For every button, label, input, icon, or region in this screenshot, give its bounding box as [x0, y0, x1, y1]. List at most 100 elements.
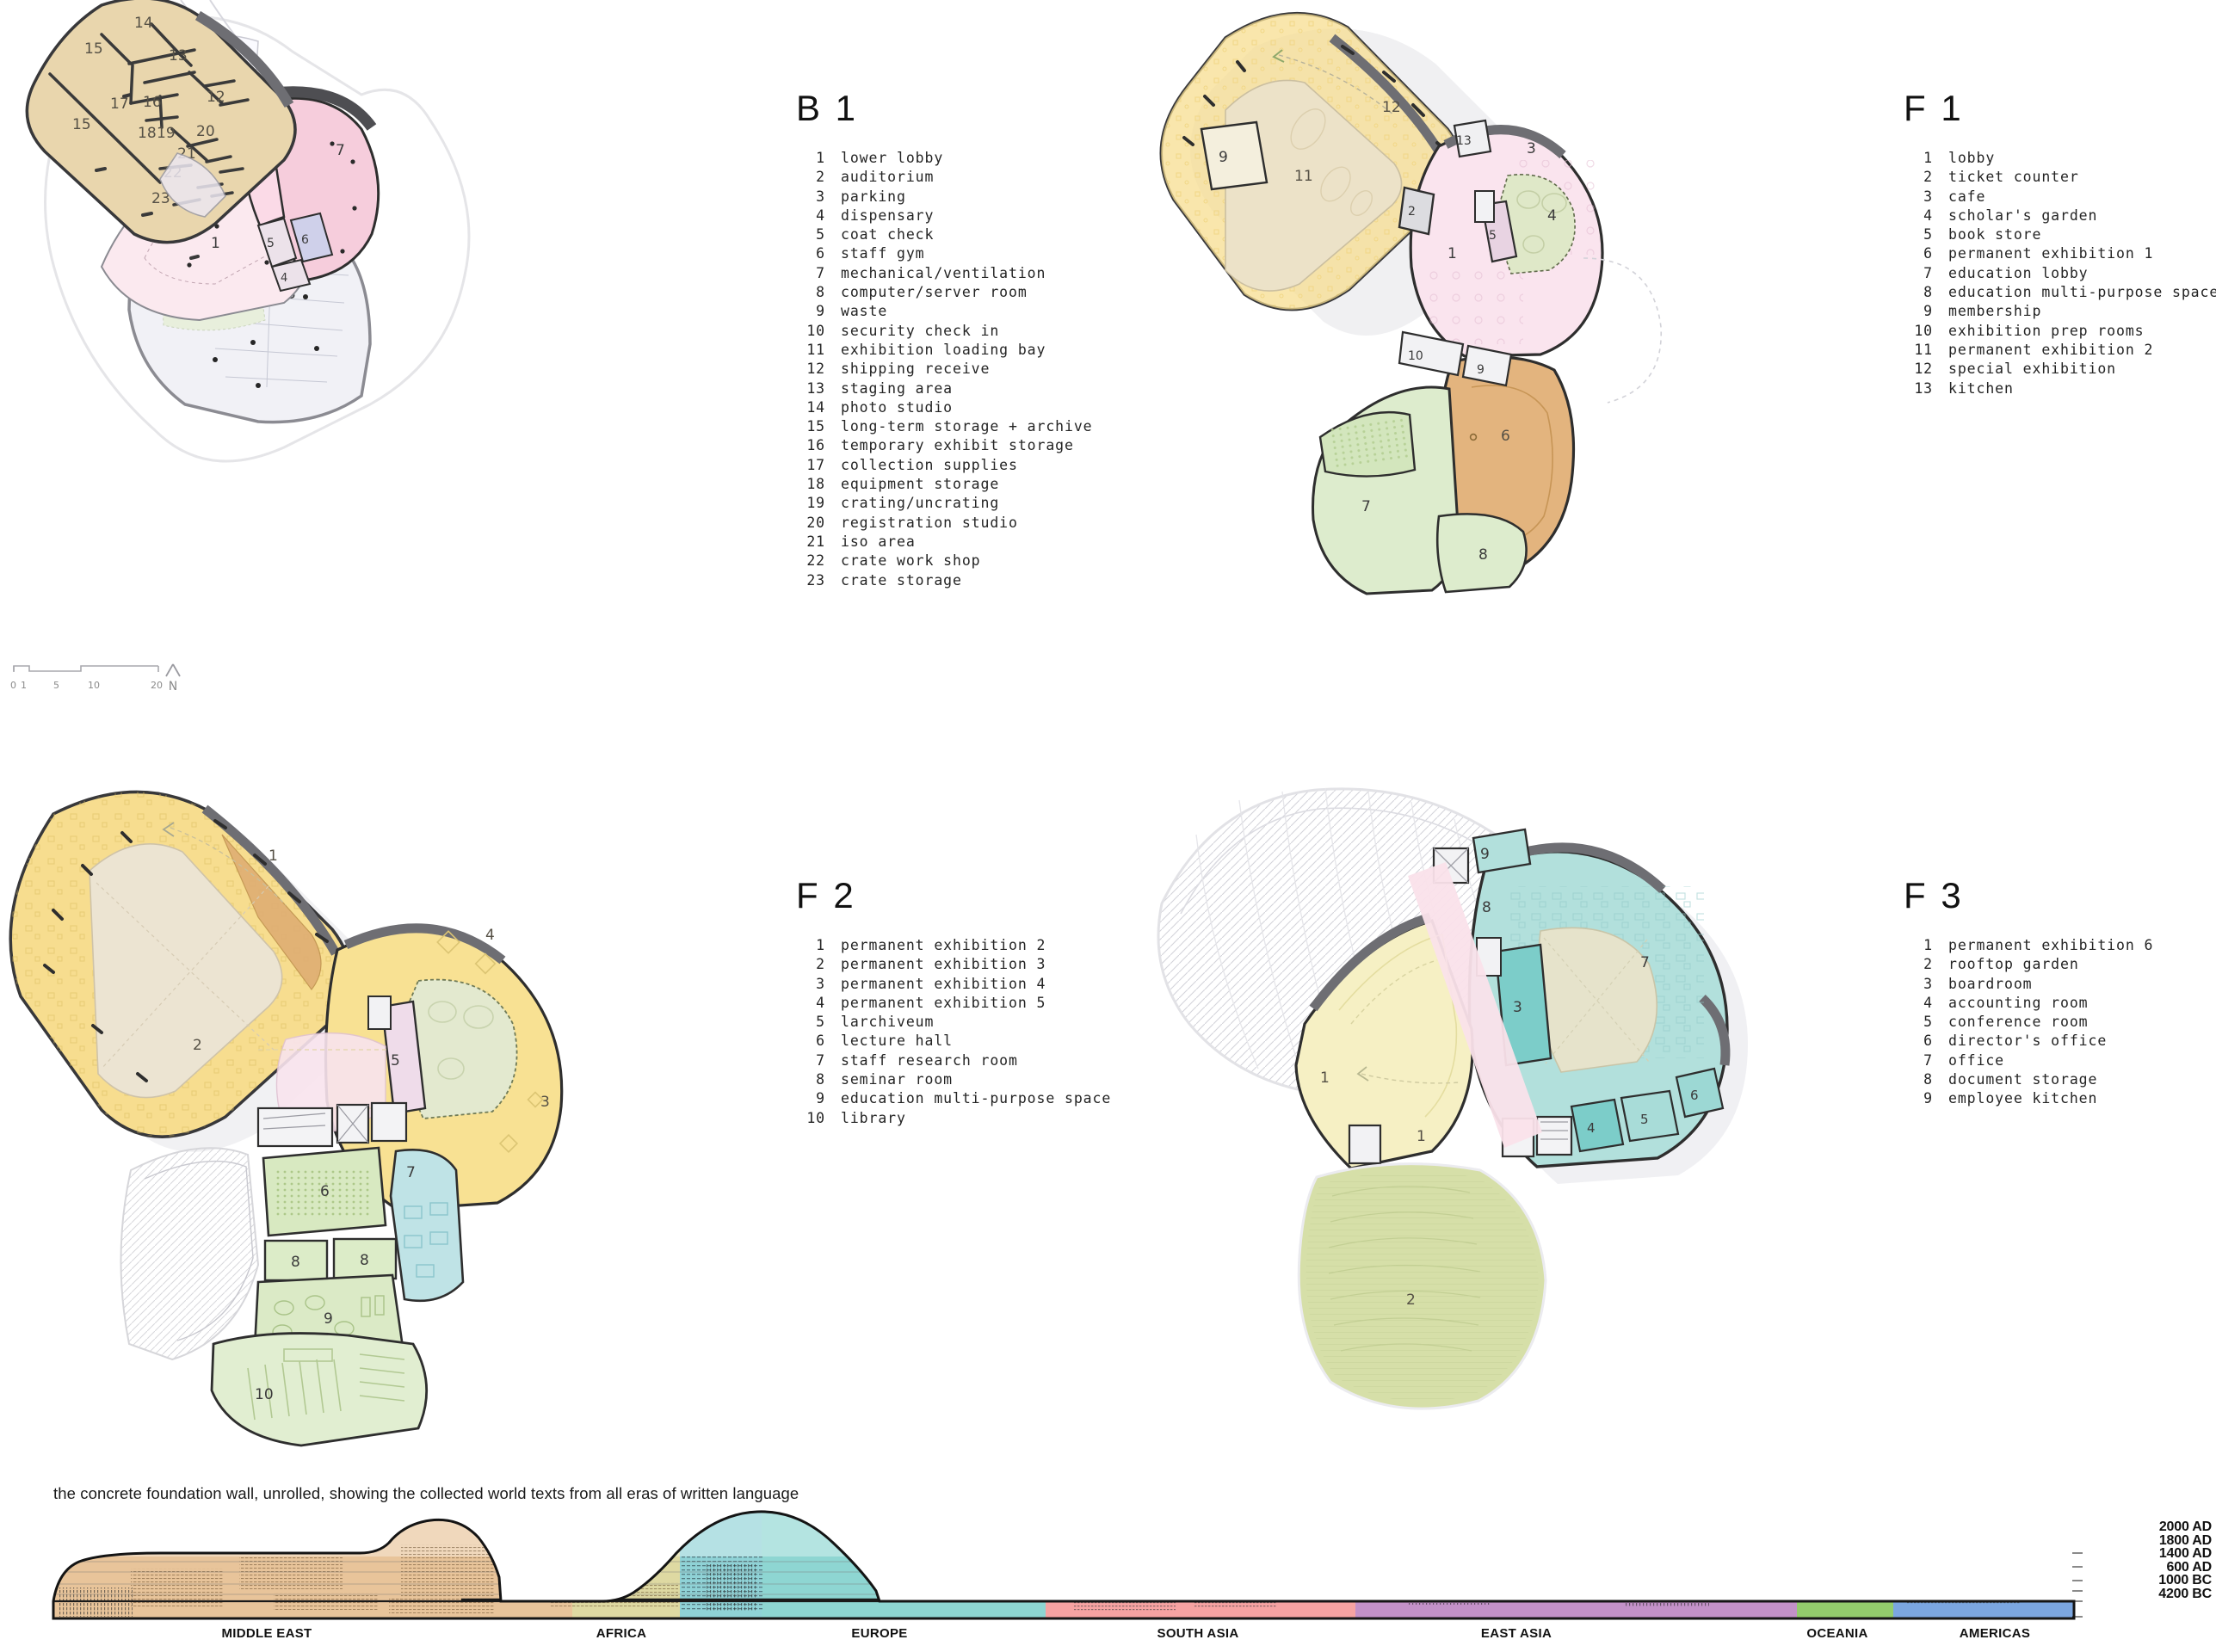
b1-staff-gym [289, 212, 334, 263]
plan-b1: 3 1 1 7 [0, 0, 654, 688]
svg-text:15: 15 [72, 116, 91, 133]
f1-room-number-3: 3 [1527, 140, 1536, 157]
f2-room-number-4: 4 [485, 927, 495, 944]
region-label-east-asia: EAST ASIA [1480, 1626, 1552, 1641]
region-label-middle-east: MIDDLE EAST [221, 1626, 312, 1641]
f3-room-number-2: 2 [1406, 1291, 1416, 1309]
scale-bar: 0 1 5 10 20 [10, 663, 163, 692]
date-label: 2000 AD [2158, 1519, 2212, 1534]
f2-room-number-8b: 8 [360, 1252, 369, 1269]
plan-f3: 3 9 8 7 4 5 6 [1136, 766, 1842, 1454]
region-label-americas: AMERICAS [1959, 1626, 2031, 1641]
f2-room-number-1: 1 [269, 848, 278, 865]
plan-f2: 1 2 5 [0, 766, 706, 1454]
f3-rooftop-garden: 2 [1297, 1162, 1547, 1410]
legend-f3-title: F 3 [1904, 875, 1964, 915]
f2-room-number-7: 7 [406, 1164, 416, 1181]
region-label-oceania: OCEANIA [1806, 1626, 1868, 1641]
strip-region-labels: MIDDLE EAST AFRICA EUROPE SOUTH ASIA EAS… [0, 1626, 2100, 1649]
f1-room-number-1: 1 [1447, 245, 1457, 262]
f3-room-number-4: 4 [1587, 1120, 1596, 1136]
f2-south-wing: 6 8 8 7 [120, 1101, 465, 1447]
f3-room-number-8: 8 [1482, 899, 1491, 916]
legend-b1-title: B 1 [796, 88, 859, 128]
f3-circulation-spine [1408, 862, 1542, 1148]
b1-mech-columns [330, 141, 357, 254]
f1-room-number-6: 6 [1501, 428, 1510, 445]
strip-date-labels: 2000 AD 1800 AD 1400 AD 600 AD 1000 BC 4… [2061, 1520, 2212, 1601]
north-arrow: N [164, 663, 182, 693]
f1-room-number-9b: 9 [1477, 363, 1485, 377]
svg-text:19: 19 [157, 125, 176, 142]
strip-date-rules [2072, 1552, 2083, 1618]
f1-north-wing: 9 12 11 [1159, 11, 1462, 311]
svg-text:16: 16 [143, 94, 162, 111]
legend-f2-title: F 2 [796, 875, 856, 915]
svg-text:12: 12 [207, 89, 225, 106]
f2-room-number-6: 6 [320, 1183, 330, 1200]
f1-room-number-11: 11 [1294, 168, 1313, 185]
f1-membership [1461, 344, 1513, 387]
f1-room-number-12: 12 [1382, 99, 1401, 116]
f1-room-number-9a: 9 [1219, 149, 1228, 166]
